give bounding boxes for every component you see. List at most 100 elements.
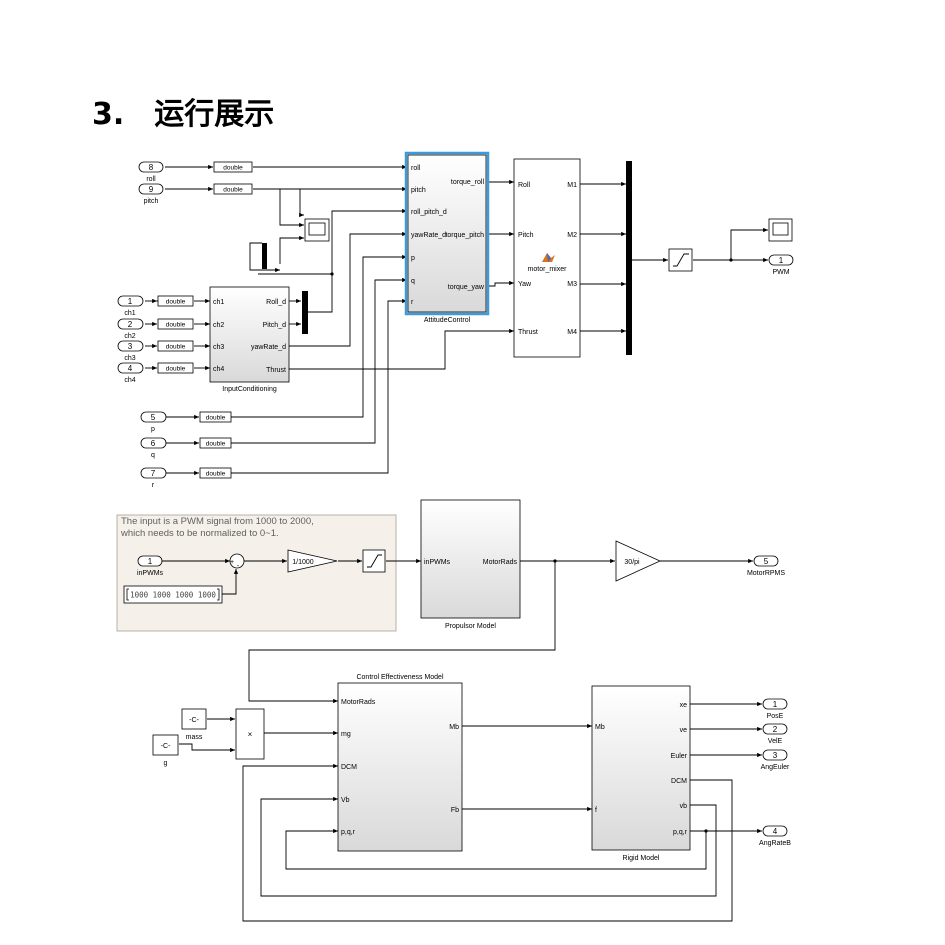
svg-text:1/1000: 1/1000 — [292, 559, 314, 566]
gain-icon[interactable]: 30/pi — [615, 540, 661, 582]
svg-text:p: p — [151, 426, 155, 433]
mux-small[interactable] — [262, 243, 267, 269]
mux-roll-pitch[interactable] — [302, 291, 308, 334]
svg-text:2: 2 — [773, 725, 778, 734]
product-icon[interactable]: × — [235, 708, 265, 760]
svg-text:4: 4 — [773, 827, 778, 836]
svg-text:Thrust: Thrust — [266, 367, 286, 374]
saturation-icon[interactable] — [362, 549, 386, 573]
svg-text:Pitch_d: Pitch_d — [263, 322, 286, 329]
svg-text:p: p — [411, 255, 415, 262]
svg-text:Yaw: Yaw — [518, 281, 532, 288]
convert-ch3[interactable]: double — [157, 340, 194, 352]
svg-text:p,q,r: p,q,r — [673, 829, 688, 836]
inport-p[interactable]: 5 p — [140, 411, 167, 433]
svg-text:-C-: -C- — [189, 717, 199, 724]
svg-text:M4: M4 — [567, 329, 577, 336]
scope-icon[interactable] — [768, 218, 793, 242]
sum-icon[interactable]: + - — [229, 553, 245, 570]
page-title: 3. 运行展示 — [92, 97, 274, 132]
svg-text:ch3: ch3 — [124, 355, 135, 362]
outport-vele[interactable]: 2 VelE — [762, 723, 788, 745]
constant-offset[interactable]: 1000 1000 1000 1000 — [123, 585, 223, 604]
gain-icon[interactable]: 1/1000 — [287, 549, 338, 573]
svg-text:g: g — [164, 760, 168, 767]
convert-q[interactable]: double — [199, 437, 232, 449]
svg-text:ch2: ch2 — [124, 333, 135, 340]
svg-text:double: double — [166, 366, 186, 373]
svg-text:Pitch: Pitch — [518, 232, 534, 239]
svg-text:-: - — [237, 563, 240, 570]
svg-text:6: 6 — [151, 439, 156, 448]
dynamics-section: -C- mass -C- g × Control Effectiveness M… — [152, 674, 791, 922]
svg-text:1: 1 — [779, 256, 784, 265]
svg-text:Roll: Roll — [518, 182, 531, 189]
input-conditioning-block[interactable]: ch1 ch2 ch3 ch4 Roll_d Pitch_d yawRate_d… — [209, 286, 290, 393]
svg-text:7: 7 — [151, 469, 156, 478]
svg-text:1000 1000 1000 1000: 1000 1000 1000 1000 — [130, 591, 216, 600]
svg-text:3: 3 — [128, 342, 133, 351]
outport-pwm[interactable]: 1 PWM — [768, 254, 794, 276]
inport-ch3[interactable]: 3 ch3 — [117, 340, 144, 362]
svg-text:Vb: Vb — [341, 797, 350, 804]
svg-text:PosE: PosE — [767, 713, 784, 720]
scope-icon[interactable] — [304, 218, 330, 242]
svg-text:ch4: ch4 — [213, 366, 224, 373]
svg-text:InputConditioning: InputConditioning — [222, 386, 277, 393]
svg-text:roll: roll — [411, 165, 421, 172]
convert-ch2[interactable]: double — [157, 318, 194, 330]
mux-motors[interactable] — [626, 161, 632, 355]
saturation-icon[interactable] — [668, 248, 693, 272]
convert-pitch[interactable]: double — [213, 183, 253, 195]
svg-text:ve: ve — [680, 727, 688, 734]
outport-motorrpms[interactable]: 5 MotorRPMS — [747, 555, 785, 577]
svg-text:ch4: ch4 — [124, 377, 135, 384]
propulsion-section: The input is a PWM signal from 1000 to 2… — [116, 499, 785, 704]
inport-ch2[interactable]: 2 ch2 — [117, 318, 144, 340]
constant-g[interactable]: -C- g — [152, 734, 179, 767]
svg-text:double: double — [206, 441, 226, 448]
svg-text:3: 3 — [773, 751, 778, 760]
inport-r[interactable]: 7 r — [140, 467, 167, 489]
svg-text:Thrust: Thrust — [518, 329, 538, 336]
inport-inpwms[interactable]: 1 inPWMs — [137, 555, 164, 577]
convert-p[interactable]: double — [199, 411, 232, 423]
outport-pose[interactable]: 1 PosE — [762, 698, 788, 720]
control-effectiveness-block[interactable]: Control Effectiveness Model MotorRads mg… — [337, 674, 463, 852]
matlab-function-icon — [542, 253, 555, 262]
svg-text:double: double — [166, 322, 186, 329]
inport-ch4[interactable]: 4 ch4 — [117, 362, 144, 384]
svg-text:roll_pitch_d: roll_pitch_d — [411, 209, 447, 216]
inport-roll[interactable]: 8 roll — [138, 161, 164, 183]
svg-text:MotorRPMS: MotorRPMS — [747, 570, 785, 577]
wires-propulsion — [162, 558, 753, 704]
inport-q[interactable]: 6 q — [140, 437, 167, 459]
svg-text:+: + — [230, 559, 234, 566]
inport-pitch[interactable]: 9 pitch — [138, 183, 164, 205]
inport-ch1[interactable]: 1 ch1 — [117, 295, 144, 317]
convert-ch1[interactable]: double — [157, 295, 194, 307]
attitude-control-block[interactable]: roll pitch roll_pitch_d yawRate_d p q r … — [404, 151, 490, 324]
svg-text:double: double — [206, 415, 226, 422]
svg-text:8: 8 — [149, 163, 154, 172]
convert-roll[interactable]: double — [213, 161, 253, 173]
outport-angeuler[interactable]: 3 AngEuler — [761, 749, 790, 771]
convert-r[interactable]: double — [199, 467, 232, 479]
svg-text:double: double — [223, 187, 243, 194]
constant-mass[interactable]: -C- mass — [181, 708, 207, 741]
svg-text:ch1: ch1 — [213, 299, 224, 306]
svg-text:Roll_d: Roll_d — [266, 299, 286, 306]
svg-text:Fb: Fb — [451, 807, 459, 814]
svg-text:f: f — [595, 807, 597, 814]
svg-text:Mb: Mb — [449, 724, 459, 731]
svg-text:2: 2 — [128, 320, 133, 329]
motor-mixer-block[interactable]: Roll Pitch Yaw Thrust M1 M2 M3 M4 motor_… — [513, 158, 581, 358]
rigid-model-block[interactable]: Mb f xe ve Euler DCM vb p,q,r Rigid Mode… — [591, 685, 691, 862]
svg-text:r: r — [152, 482, 155, 489]
propulsor-model-block[interactable]: inPWMs MotorRads Propulsor Model — [420, 499, 521, 630]
svg-text:inPWMs: inPWMs — [137, 570, 164, 577]
svg-text:p,q,r: p,q,r — [341, 829, 356, 836]
outport-angrateb[interactable]: 4 AngRateB — [759, 825, 791, 847]
convert-ch4[interactable]: double — [157, 362, 194, 374]
